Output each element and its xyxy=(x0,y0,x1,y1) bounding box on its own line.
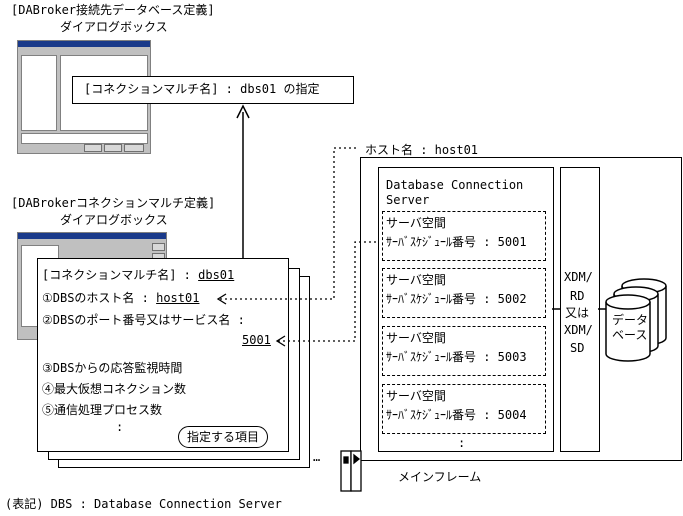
card-item4: ④最大仮想コネクション数 xyxy=(42,382,187,396)
xdm-line3: 又は xyxy=(565,306,590,320)
dialog1-title-line2: ダイアログボックス xyxy=(60,20,168,34)
dialog1-title-line1: [DABroker接続先データベース定義] xyxy=(11,3,215,17)
dbs-title-line1: Database Connection xyxy=(386,178,524,192)
dialog1-status-pane xyxy=(21,133,148,144)
card-name-line: [コネクションマルチ名] : dbs01 xyxy=(42,268,234,282)
server-space-schedule: ｻｰﾊﾞｽｹｼﾞｭｰﾙ番号 : 5001 xyxy=(386,235,527,249)
gap-dots: … xyxy=(313,450,321,464)
dialog1-button xyxy=(104,144,122,152)
server-space-title: サーバ空間 xyxy=(386,331,446,345)
dialog1-callout-box xyxy=(72,76,354,104)
card-item5: ⑤通信処理プロセス数 xyxy=(42,403,163,417)
host-label: ホスト名 : host01 xyxy=(365,143,479,157)
card-item1-value: host01 xyxy=(156,291,200,305)
card-item3: ③DBSからの応答監視時間 xyxy=(42,361,183,375)
card-name-label: [コネクションマルチ名] : xyxy=(42,268,199,282)
dialog2-title-line1: [DABrokerコネクションマルチ定義] xyxy=(11,196,216,210)
dialog2-button xyxy=(152,243,165,251)
server-space xyxy=(382,268,546,318)
dialog1-titlebar xyxy=(18,41,150,47)
dialog1-button xyxy=(124,144,144,152)
server-space-title: サーバ空間 xyxy=(386,389,446,403)
dialog2-title-line2: ダイアログボックス xyxy=(60,213,168,227)
card-badge: 指定する項目 xyxy=(178,426,269,448)
dbs-title-line2: Server xyxy=(386,193,430,207)
server-space-schedule: ｻｰﾊﾞｽｹｼﾞｭｰﾙ番号 : 5003 xyxy=(386,350,527,364)
footnote: (表記) DBS : Database Connection Server xyxy=(5,497,282,511)
card-name-value: dbs01 xyxy=(198,268,235,282)
mainframe-icon xyxy=(340,450,362,492)
dialog1-callout-text: [コネクションマルチ名] : dbs01 の指定 xyxy=(84,82,320,96)
card-ellipsis: : xyxy=(116,420,124,434)
server-space xyxy=(382,211,546,261)
server-space xyxy=(382,384,546,434)
xdm-line4: XDM/ xyxy=(564,323,593,337)
xdm-line2: RD xyxy=(570,289,585,303)
card-item1-line: ①DBSのホスト名 : host01 xyxy=(42,291,199,305)
server-space-schedule: ｻｰﾊﾞｽｹｼﾞｭｰﾙ番号 : 5004 xyxy=(386,408,527,422)
dialog1-list-pane xyxy=(21,55,57,131)
server-space xyxy=(382,326,546,376)
connection-multi-card xyxy=(37,258,289,452)
xdm-line1: XDM/ xyxy=(564,270,593,284)
database-line2: ベース xyxy=(612,328,648,342)
server-space-title: サーバ空間 xyxy=(386,273,446,287)
dbs-ellipsis: : xyxy=(458,436,466,450)
server-space-title: サーバ空間 xyxy=(386,216,446,230)
card-item2-label: ②DBSのポート番号又はサービス名 : xyxy=(42,313,245,327)
mainframe-label: メインフレーム xyxy=(398,470,482,484)
dialog1-button xyxy=(84,144,102,152)
server-space-schedule: ｻｰﾊﾞｽｹｼﾞｭｰﾙ番号 : 5002 xyxy=(386,292,527,306)
dialog2-titlebar xyxy=(18,233,166,239)
xdm-line5: SD xyxy=(570,341,585,355)
database-icon xyxy=(605,278,667,362)
card-item1-label: ①DBSのホスト名 : xyxy=(42,291,157,305)
card-item2-value: 5001 xyxy=(242,333,271,347)
dbs-box xyxy=(378,167,554,452)
database-line1: データ xyxy=(612,313,649,327)
